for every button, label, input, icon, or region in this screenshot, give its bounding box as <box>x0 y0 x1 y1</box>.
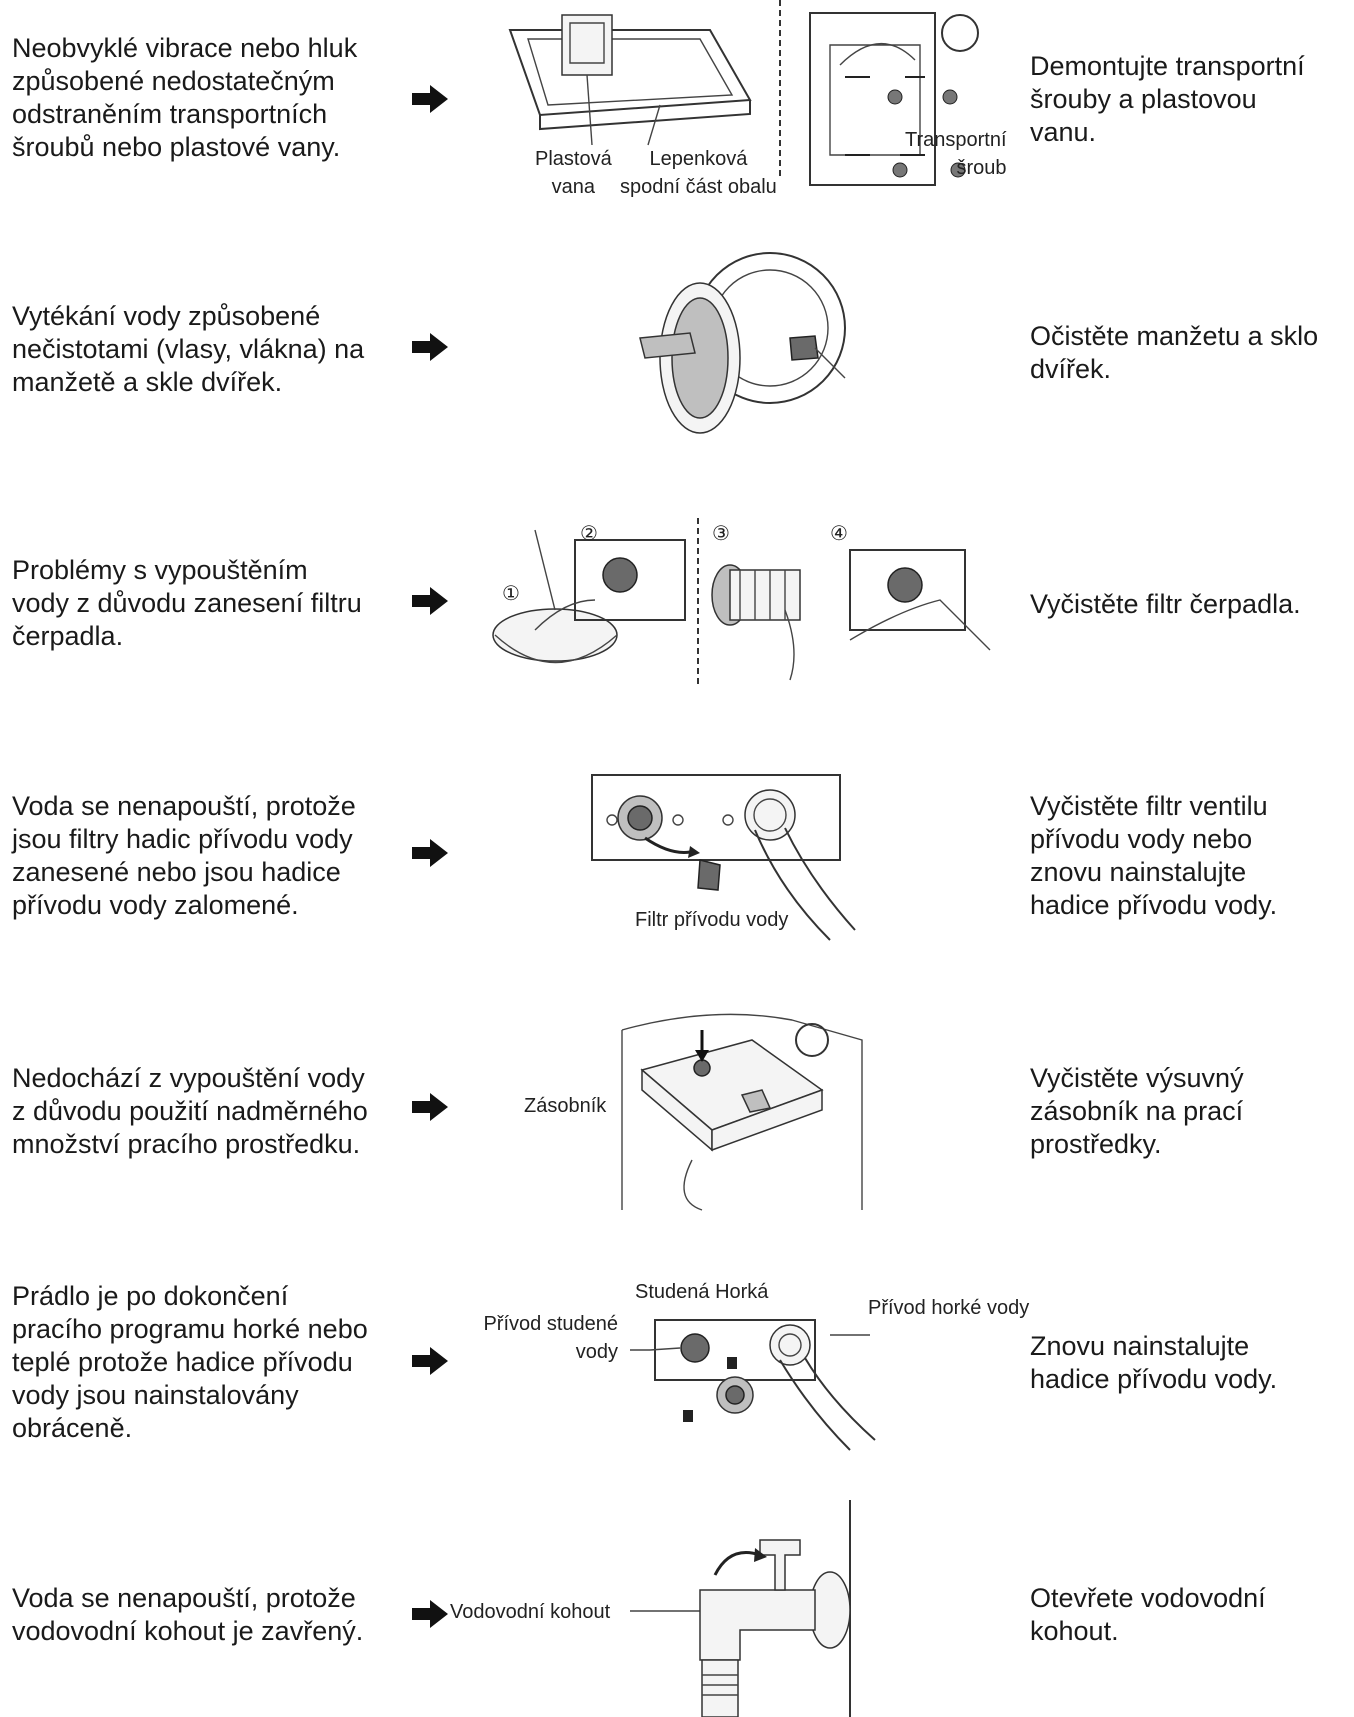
problem-text: Neobvyklé vibrace nebo hluk způsobené ne… <box>12 33 358 162</box>
solution-text: Vyčistěte filtr ventilu přívodu vody neb… <box>1030 791 1278 920</box>
step-3: ③ <box>712 523 730 545</box>
label-transport-bolt: Transportní šroub <box>905 129 1007 179</box>
row-inlet-filter: Voda se nenapouští, protože jsou filtry … <box>0 760 1354 950</box>
right-arrow-icon <box>412 85 448 113</box>
right-arrow-icon <box>412 1093 448 1121</box>
step-1: ① <box>502 583 520 605</box>
problem-text: Problémy s vypouštěním vody z důvodu zan… <box>12 555 362 651</box>
label-inlet-filter: Filtr přívodu vody <box>635 909 789 931</box>
illustration-inlet-filter <box>591 774 856 941</box>
illustration-door-seal <box>639 252 846 434</box>
label-drawer: Zásobník <box>524 1095 607 1117</box>
right-arrow-icon <box>412 333 448 361</box>
label-tap: Vodovodní kohout <box>450 1601 611 1623</box>
row-door-seal: Vytékání vody způsobené nečistotami (vla… <box>0 240 1354 450</box>
problem-text: Nedochází z vypouštění vody z důvodu pou… <box>12 1063 368 1159</box>
row-tap-closed: Voda se nenapouští, protože vodovodní ko… <box>0 1500 1354 1717</box>
divider-dashed <box>779 0 781 180</box>
label-cold-inlet: Přívod studené vody <box>483 1313 618 1363</box>
solution-text: Otevřete vodovodní kohout. <box>1030 1583 1266 1646</box>
right-arrow-icon <box>412 587 448 615</box>
problem-text: Vytékání vody způsobené nečistotami (vla… <box>12 301 365 397</box>
solution-text: Vyčistěte filtr čerpadla. <box>1030 589 1301 619</box>
row-transport-bolts: Neobvyklé vibrace nebo hluk způsobené ne… <box>0 0 1354 210</box>
step-2: ② <box>580 523 598 545</box>
divider-dashed <box>697 518 699 684</box>
row-detergent-drawer: Nedochází z vypouštění vody z důvodu pou… <box>0 1000 1354 1215</box>
right-arrow-icon <box>412 839 448 867</box>
solution-text: Znovu nainstalujte hadice přívodu vody. <box>1030 1331 1278 1394</box>
illustration-pump-filter-steps-3-4 <box>711 549 991 681</box>
label-cold-hot: Studená Horká <box>635 1281 769 1303</box>
solution-text: Očistěte manžetu a sklo dvířek. <box>1030 321 1319 384</box>
label-cardboard-base: Lepenková spodní část obalu <box>620 148 777 198</box>
illustration-inlet-hoses <box>630 1319 876 1451</box>
step-4: ④ <box>830 523 848 545</box>
problem-text: Prádlo je po dokončení pracího programu … <box>12 1281 368 1443</box>
illustration-pump-filter-steps-1-2 <box>492 529 686 664</box>
illustration-detergent-drawer <box>621 1013 863 1211</box>
illustration-washer-back <box>809 12 979 186</box>
row-pump-filter: Problémy s vypouštěním vody z důvodu zan… <box>0 518 1354 700</box>
illustration-packaging-base <box>508 14 752 146</box>
solution-text: Vyčistěte výsuvný zásobník na prací pros… <box>1030 1063 1244 1159</box>
illustration-water-tap <box>630 1500 851 1717</box>
label-plastic-tub: Plastová vana <box>535 148 612 198</box>
solution-text: Demontujte transportní šrouby a plastovo… <box>1030 51 1305 147</box>
problem-text: Voda se nenapouští, protože jsou filtry … <box>12 791 356 920</box>
problem-text: Voda se nenapouští, protože vodovodní ko… <box>12 1583 364 1646</box>
label-hot-inlet: Přívod horké vody <box>868 1297 1030 1319</box>
right-arrow-icon <box>412 1347 448 1375</box>
right-arrow-icon <box>412 1600 448 1628</box>
row-hoses-swapped: Prádlo je po dokončení pracího programu … <box>0 1270 1354 1451</box>
